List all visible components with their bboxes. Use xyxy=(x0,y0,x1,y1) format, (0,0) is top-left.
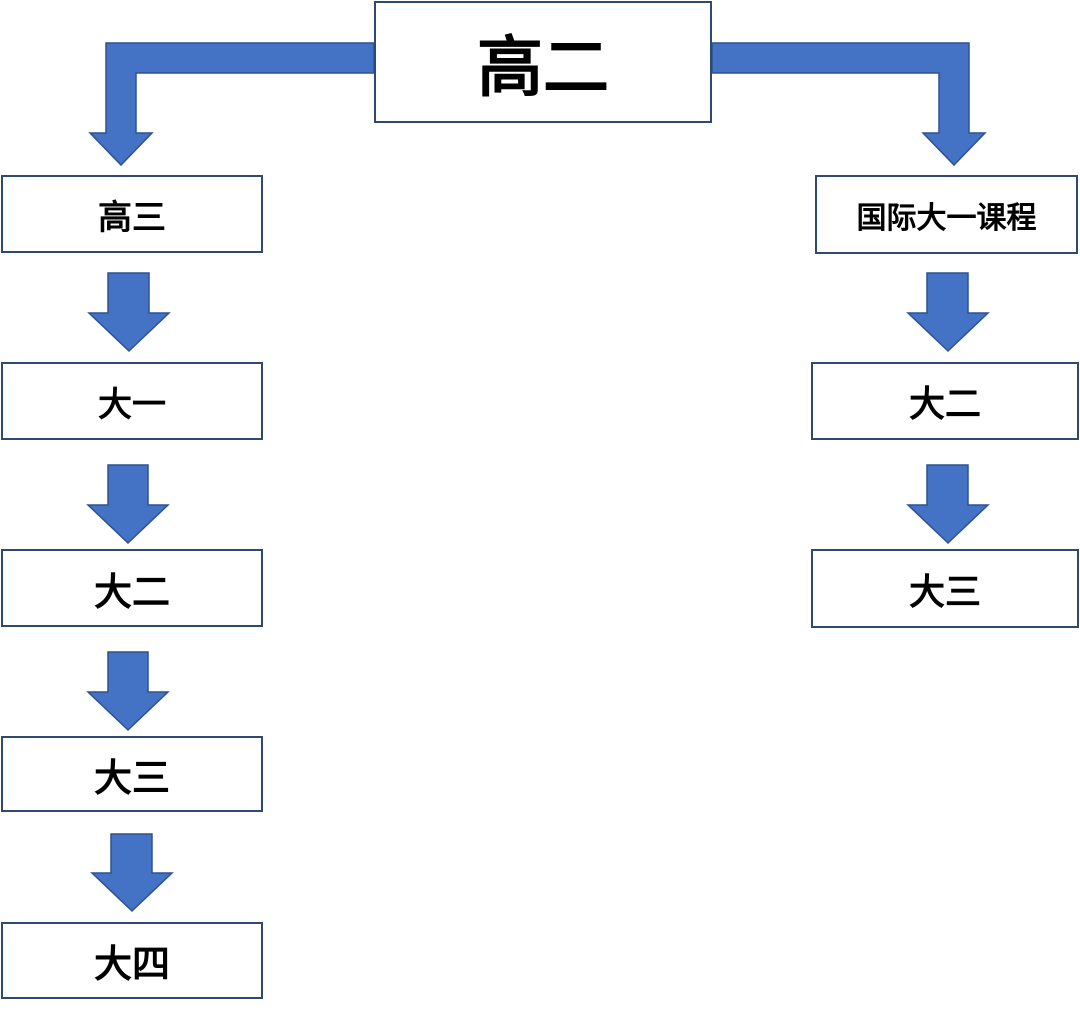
down-arrow-right-1 xyxy=(906,272,990,353)
connector-arrow-root-to-left xyxy=(88,42,375,167)
right-node-3-label: 大三 xyxy=(908,571,981,613)
left-node-5-label: 大四 xyxy=(93,942,170,986)
left-node-4: 大三 xyxy=(1,736,263,812)
right-node-2: 大二 xyxy=(811,362,1079,440)
left-node-2-label: 大一 xyxy=(98,384,166,425)
right-node-1: 国际大一课程 xyxy=(815,175,1078,254)
left-node-2: 大一 xyxy=(1,362,263,440)
root-node: 高二 xyxy=(374,1,712,123)
root-node-label: 高二 xyxy=(477,29,609,106)
left-node-3-label: 大二 xyxy=(93,569,170,614)
down-arrow-left-4 xyxy=(90,833,174,913)
down-arrow-left-2 xyxy=(86,464,170,545)
down-arrow-left-1 xyxy=(87,272,171,353)
right-node-2-label: 大二 xyxy=(908,384,981,425)
down-arrow-right-2 xyxy=(906,464,990,545)
right-node-3: 大三 xyxy=(811,549,1079,628)
left-node-5: 大四 xyxy=(1,922,263,999)
connector-arrow-root-to-right xyxy=(711,42,987,167)
down-arrow-left-3 xyxy=(86,651,170,732)
left-node-4-label: 大三 xyxy=(93,755,170,800)
right-node-1-label: 国际大一课程 xyxy=(856,200,1037,236)
left-node-3: 大二 xyxy=(1,549,263,627)
left-node-1-label: 高三 xyxy=(98,197,166,238)
left-node-1: 高三 xyxy=(1,175,263,253)
